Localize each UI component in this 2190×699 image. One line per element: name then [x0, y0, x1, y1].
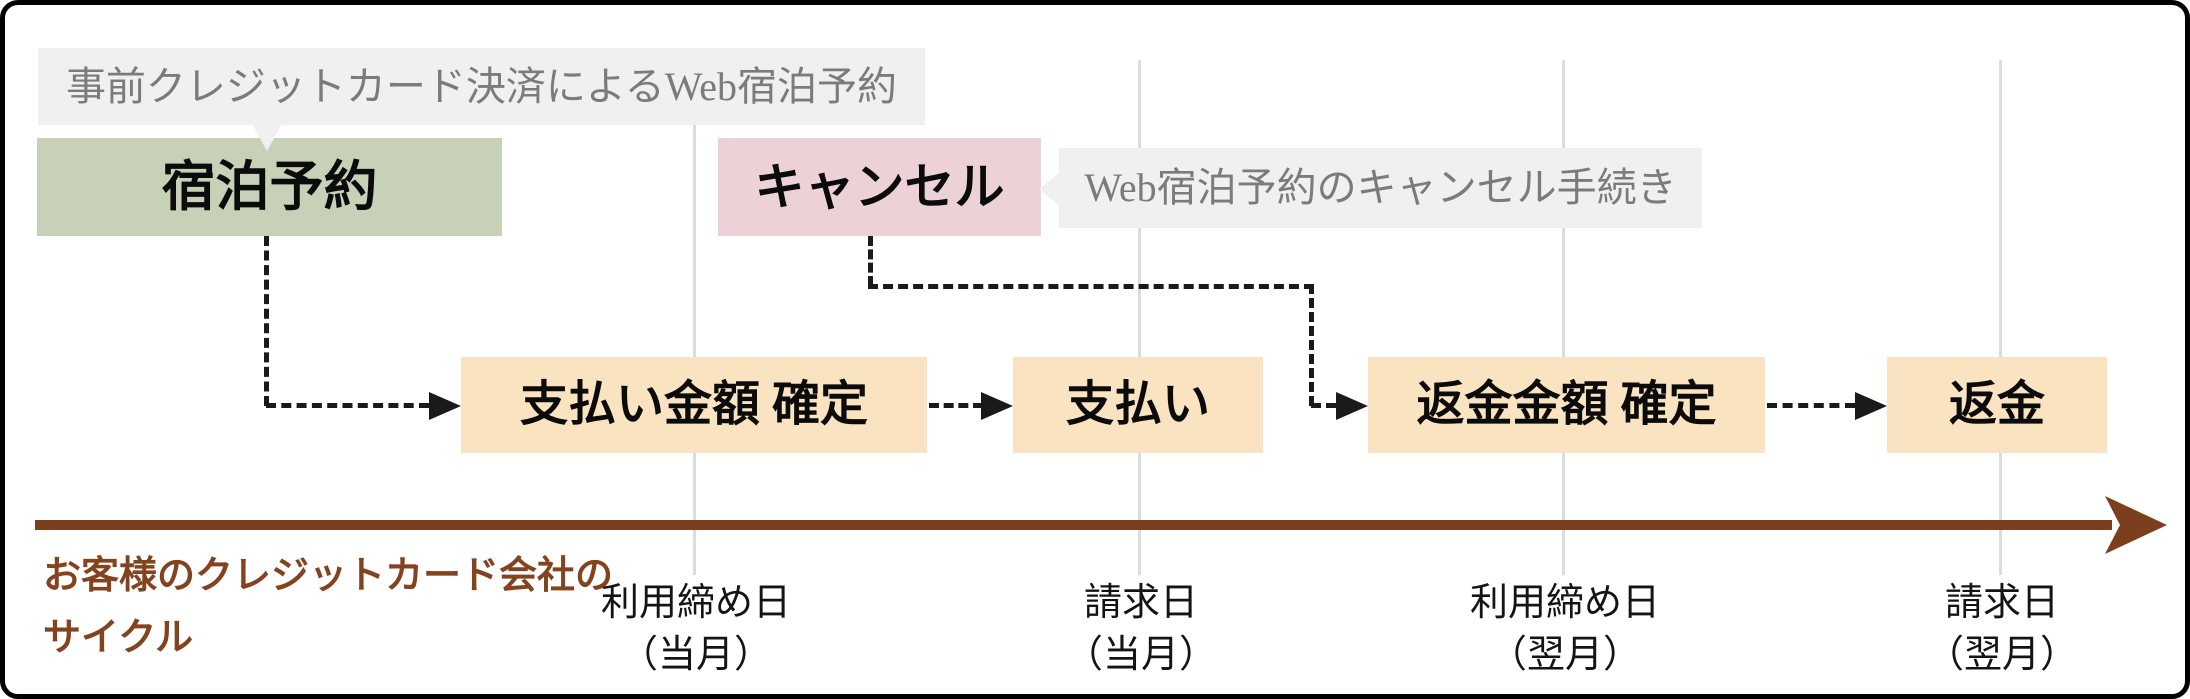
arrowhead-icon — [1855, 392, 1887, 420]
tooltip-caret-down-icon — [252, 124, 282, 151]
step-label: 支払い金額 確定 — [519, 378, 868, 431]
credit-cycle-label: お客様のクレジットカード会社の サイクル — [43, 545, 613, 669]
marker-line2: （翌月） — [1925, 634, 2078, 676]
arrowhead-icon — [981, 392, 1013, 420]
timeline-gridline-2 — [1138, 60, 1141, 575]
credit-cycle-timeline-shaft — [35, 520, 2112, 530]
cancel-tooltip-text: Web宿泊予約のキャンセル手続き — [1084, 165, 1677, 210]
connector-reservation-horizontal — [266, 403, 429, 408]
timeline-marker-closing-current: 利用締め日 （当月） — [476, 577, 916, 681]
marker-line1: 利用締め日 — [1469, 582, 1660, 624]
step-label: 返金金額 確定 — [1416, 378, 1717, 431]
arrowhead-icon — [429, 392, 461, 420]
cancel-box: キャンセル — [718, 138, 1041, 236]
reservation-label: 宿泊予約 — [161, 157, 378, 217]
marker-line1: 請求日 — [1083, 582, 1198, 624]
marker-line2: （当月） — [619, 634, 772, 676]
connector-cancel-vertical-2 — [1309, 284, 1314, 406]
marker-line1: 利用締め日 — [600, 582, 791, 624]
marker-line2: （当月） — [1064, 634, 1217, 676]
step-box-payment-amount-fixed: 支払い金額 確定 — [461, 357, 927, 453]
step-label: 返金 — [1948, 378, 2045, 431]
reservation-box: 宿泊予約 — [37, 138, 502, 236]
cancel-label: キャンセル — [754, 159, 1005, 215]
connector-cancel-horizontal-1 — [868, 284, 1314, 289]
tooltip-caret-left-icon — [1039, 173, 1059, 205]
timeline-marker-closing-next: 利用締め日 （翌月） — [1345, 577, 1785, 681]
connector-reservation-vertical — [264, 236, 269, 406]
timeline-marker-billing-current: 請求日 （当月） — [921, 577, 1361, 681]
timeline-gridline-3 — [1562, 60, 1565, 575]
step-box-payment: 支払い — [1013, 357, 1263, 453]
credit-cycle-label-line1: お客様のクレジットカード会社の — [43, 555, 614, 597]
timeline-marker-billing-next: 請求日 （翌月） — [1782, 577, 2185, 681]
timeline-gridline-4 — [1999, 60, 2002, 575]
arrowhead-icon — [1336, 392, 1368, 420]
marker-line1: 請求日 — [1944, 582, 2059, 624]
prepaid-booking-tooltip-text: 事前クレジットカード決済によるWeb宿泊予約 — [65, 64, 898, 109]
connector-step3-step4 — [1767, 403, 1855, 408]
step-box-refund-amount-fixed: 返金金額 確定 — [1368, 357, 1765, 453]
timeline-arrowhead-icon — [2105, 496, 2167, 554]
connector-step1-step2 — [929, 403, 983, 408]
credit-cycle-label-line2: サイクル — [43, 617, 194, 659]
step-label: 支払い — [1065, 378, 1210, 431]
cancel-tooltip: Web宿泊予約のキャンセル手続き — [1059, 148, 1702, 228]
prepaid-booking-tooltip: 事前クレジットカード決済によるWeb宿泊予約 — [38, 48, 925, 125]
step-box-refund: 返金 — [1887, 357, 2107, 453]
connector-cancel-vertical-1 — [868, 236, 873, 286]
marker-line2: （翌月） — [1488, 634, 1641, 676]
timeline-gridline-1 — [693, 60, 696, 575]
connector-cancel-horizontal-2 — [1311, 403, 1336, 408]
